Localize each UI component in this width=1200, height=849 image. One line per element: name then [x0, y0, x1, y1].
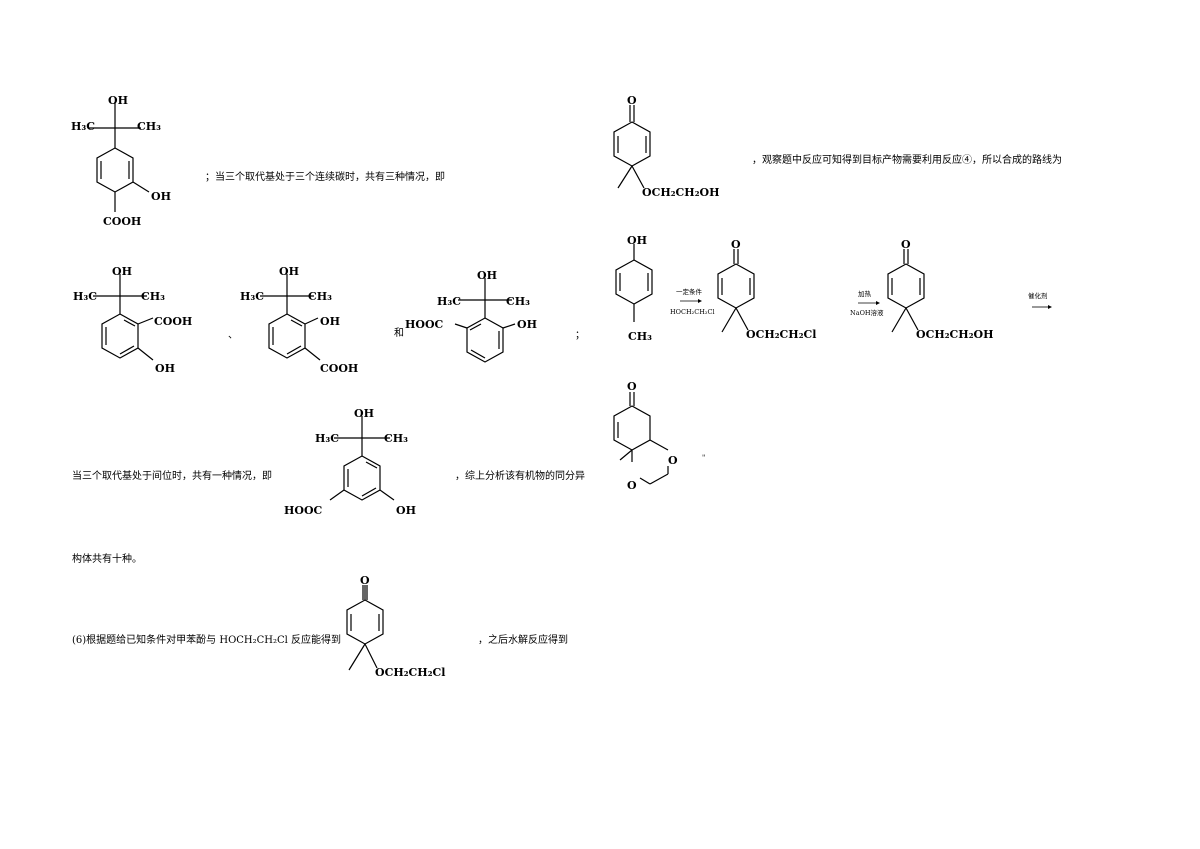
oh-label: OH: [279, 265, 299, 278]
oh-label: OH: [320, 315, 340, 328]
structure-4-substituted-acid: OH H₃C CH₃ OH COOH: [71, 94, 171, 228]
reagent-label: HOCH₂CH₂Cl: [670, 308, 715, 316]
och2ch2oh-label: OCH₂CH₂OH: [916, 328, 994, 341]
ketone-o-label: O: [360, 574, 370, 587]
ch3-label: CH₃: [628, 330, 652, 343]
h3c-label: H₃C: [240, 290, 264, 303]
oh-label: OH: [396, 504, 416, 517]
ring-o-label: O: [627, 479, 637, 492]
structure-chloro-dienone-route: O OCH₂CH₂Cl: [717, 238, 816, 341]
text-summary-isomers: ，综上分析该有机物的同分异: [455, 471, 585, 482]
oh-label: OH: [108, 94, 128, 107]
structure-meta-isomer: OH H₃C CH₃ HOOC OH: [284, 407, 416, 517]
oh-label: OH: [477, 269, 497, 282]
condition-label: 一定条件: [676, 287, 703, 296]
reaction-arrow-3: 催化剂: [1028, 291, 1052, 309]
condition-label: 加热: [858, 289, 872, 298]
oh-label: OH: [627, 234, 647, 247]
text-observe-reaction: ，观察题中反应可知得到目标产物需要利用反应④，所以合成的路线为: [752, 155, 1062, 166]
text-then-hydrolysis: ，之后水解反应得到: [478, 635, 568, 646]
structure-isomer-b: OH H₃C CH₃ OH COOH: [240, 265, 358, 375]
oh-label: OH: [354, 407, 374, 420]
oh-label: OH: [112, 265, 132, 278]
separator-semicolon: ；: [575, 330, 585, 341]
structure-isomer-a: OH H₃C CH₃ COOH OH: [73, 265, 192, 375]
structure-hydroxy-dienone-route: O OCH₂CH₂OH: [887, 238, 994, 341]
text-meta-case: 当三个取代基处于间位时，共有一种情况，即: [72, 471, 272, 482]
och2ch2oh-label: OCH₂CH₂OH: [642, 186, 720, 199]
h3c-label: H₃C: [73, 290, 97, 303]
ring-o-label: O: [668, 454, 678, 467]
hooc-label: HOOC: [284, 504, 323, 517]
structure-isomer-c: OH H₃C CH₃ HOOC OH: [405, 269, 537, 363]
text-three-consecutive: ；当三个取代基处于三个连续碳时，共有三种情况，即: [205, 172, 445, 183]
separator-comma: 、: [228, 330, 238, 341]
ketone-o-label: O: [731, 238, 741, 251]
ch3-label: CH₃: [137, 120, 161, 133]
ch3-label: CH₃: [141, 290, 165, 303]
och2ch2cl-label: OCH₂CH₂Cl: [746, 328, 816, 341]
structure-hydroxy-dienone: O OCH₂CH₂OH: [613, 94, 720, 199]
reagent-label: NaOH溶液: [850, 308, 884, 317]
ch3-label: CH₃: [506, 295, 530, 308]
structure-bicyclic-product: O O O: [613, 380, 678, 492]
cooh-label: COOH: [103, 215, 141, 228]
ch3-label: CH₃: [308, 290, 332, 303]
h3c-label: H₃C: [437, 295, 461, 308]
reaction-arrow-2: 加热 NaOH溶液: [850, 289, 884, 317]
h3c-label: H₃C: [71, 120, 95, 133]
structure-p-cresol: OH CH₃: [615, 234, 653, 343]
oh-label: OH: [151, 190, 171, 203]
ketone-o-label: O: [627, 94, 637, 107]
oh-label: OH: [517, 318, 537, 331]
h3c-label: H₃C: [315, 432, 339, 445]
reaction-arrow-1: 一定条件 HOCH₂CH₂Cl: [670, 287, 715, 316]
ch3-label: CH₃: [384, 432, 408, 445]
structure-chloro-dienone: O OCH₂CH₂Cl: [346, 574, 445, 679]
text-total-ten: 构体共有十种。: [72, 554, 142, 565]
cooh-label: COOH: [154, 315, 192, 328]
cooh-label: COOH: [320, 362, 358, 375]
hooc-label: HOOC: [405, 318, 444, 331]
oh-label: OH: [155, 362, 175, 375]
ketone-o-label: O: [901, 238, 911, 251]
ketone-o-label: O: [627, 380, 637, 393]
condition-label: 催化剂: [1028, 291, 1048, 300]
closing-quote: ": [702, 454, 706, 462]
och2ch2cl-label: OCH₂CH₂Cl: [375, 666, 445, 679]
separator-and: 和: [394, 328, 404, 339]
text-part6: (6)根据题给已知条件对甲苯酚与 HOCH₂CH₂Cl 反应能得到: [72, 635, 342, 646]
